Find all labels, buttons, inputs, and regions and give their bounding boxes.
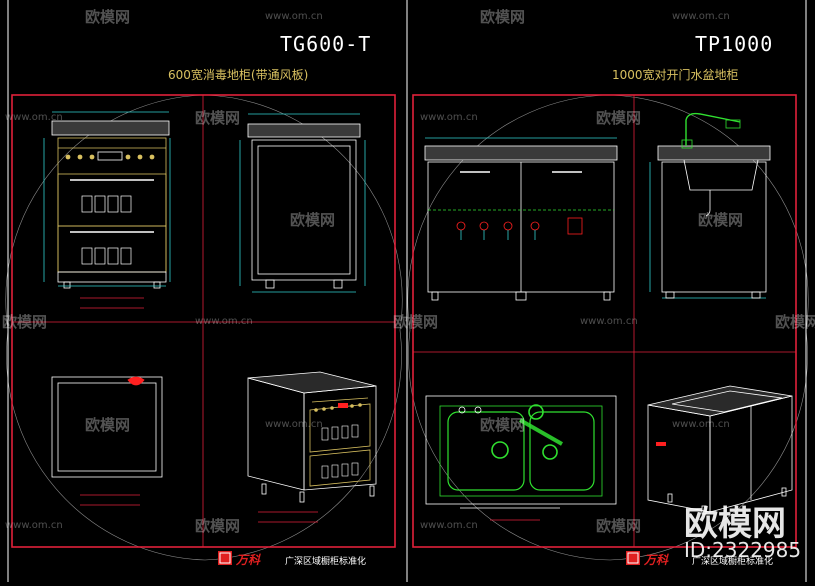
left-brand-name: 万科 xyxy=(236,553,261,567)
watermark-url: www.om.cn xyxy=(420,520,478,531)
tp1000-top-view xyxy=(425,395,617,521)
right-sheet-title: 1000宽对开门水盆地柜 xyxy=(612,68,739,82)
watermark-logo: 欧模网 xyxy=(480,416,526,434)
watermark-logo: 欧模网 xyxy=(85,416,131,434)
tg600-top-view xyxy=(51,376,163,506)
watermark-logo: 欧模网 xyxy=(195,109,241,127)
tp1000-iso-view xyxy=(647,385,793,515)
watermark-logo: 欧模网 xyxy=(698,211,744,229)
corner-watermark-id: ID:2322985 xyxy=(684,538,802,562)
watermark-logo: 欧模网 xyxy=(480,8,526,26)
watermark-url: www.om.cn xyxy=(580,316,638,327)
watermark-url: www.om.cn xyxy=(265,11,323,22)
tp1000-front-view xyxy=(424,137,618,301)
watermark-url: www.om.cn xyxy=(265,419,323,430)
watermark-logo: 欧模网 xyxy=(290,211,336,229)
watermark-logo: 欧模网 xyxy=(393,313,439,331)
watermark-logo: 欧模网 xyxy=(596,517,642,535)
watermark-logo: 欧模网 xyxy=(85,8,131,26)
brand-logo-mark xyxy=(218,551,640,565)
right-model-code: TP1000 xyxy=(695,32,774,56)
watermark-logo: 欧模网 xyxy=(2,313,48,331)
tg600-iso-view xyxy=(247,371,377,523)
watermark-url: www.om.cn xyxy=(195,316,253,327)
tg600-side-view xyxy=(239,113,366,293)
watermark-url: www.om.cn xyxy=(5,520,63,531)
red-frames xyxy=(11,94,797,548)
outer-border xyxy=(7,0,807,582)
left-brand-subtitle: 广深区域橱柜标准化 xyxy=(285,557,367,567)
watermark-logo: 欧模网 xyxy=(596,109,642,127)
watermark-logo: 欧模网 xyxy=(195,517,241,535)
tp1000-side-view xyxy=(649,112,771,299)
watermark-url: www.om.cn xyxy=(5,112,63,123)
construction-arcs xyxy=(5,94,809,561)
corner-watermark-logo: 欧模网 xyxy=(684,504,786,544)
watermark-logo: 欧模网 xyxy=(775,313,815,331)
tg600-front-view xyxy=(43,111,171,309)
watermark-url: www.om.cn xyxy=(672,419,730,430)
quadrant-dividers xyxy=(12,95,796,547)
watermark-url: www.om.cn xyxy=(420,112,478,123)
left-model-code: TG600-T xyxy=(280,32,372,56)
watermark-url: www.om.cn xyxy=(672,11,730,22)
left-sheet-title: 600宽消毒地柜(带通风板) xyxy=(168,68,309,82)
right-brand-name: 万科 xyxy=(644,553,669,567)
right-brand-subtitle: 广深区域橱柜标准化 xyxy=(692,557,774,567)
